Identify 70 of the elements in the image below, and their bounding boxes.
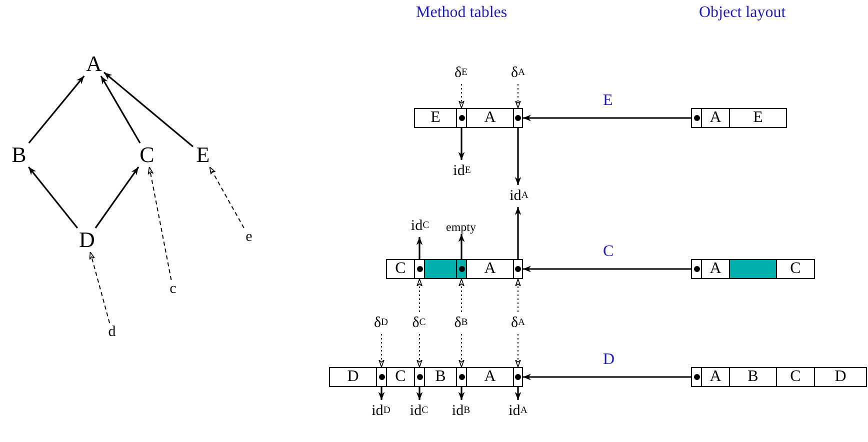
- dotted-arrow: [416, 278, 422, 312]
- pointer-slot: [456, 367, 467, 387]
- section-heading: Object layout: [699, 4, 786, 22]
- pointer-slot: [691, 108, 702, 128]
- class-label: E: [193, 143, 213, 167]
- arrow: [458, 128, 465, 160]
- table-cell: E: [414, 108, 457, 128]
- table-cell: C: [776, 259, 815, 279]
- dotted-arrow: [378, 334, 384, 368]
- arrow: [103, 72, 194, 148]
- arrow: [416, 237, 423, 259]
- pointer-slot: [376, 367, 387, 387]
- pointer-slot: [691, 367, 702, 387]
- text-label: d: [106, 323, 118, 341]
- filled-cell: [729, 259, 777, 279]
- class-label: C: [137, 143, 157, 167]
- table-cell: A: [701, 259, 730, 279]
- arrow: [523, 266, 691, 272]
- pointer-slot: [456, 259, 467, 279]
- dotted-arrow: [89, 252, 110, 324]
- class-label: B: [9, 143, 29, 167]
- table-cell: A: [466, 259, 514, 279]
- arrow: [514, 207, 522, 259]
- table-cell: A: [701, 108, 730, 128]
- table-cell: C: [776, 367, 815, 387]
- arrow: [514, 387, 522, 400]
- table-cell: B: [729, 367, 777, 387]
- dotted-arrow: [148, 166, 172, 280]
- dotted-arrow: [515, 278, 521, 312]
- arrow: [94, 166, 140, 228]
- arrow: [523, 114, 691, 122]
- dotted-arrow: [458, 278, 464, 312]
- class-label: D: [77, 228, 97, 252]
- filled-cell: [424, 259, 457, 279]
- pointer-slot: [691, 259, 702, 279]
- dotted-arrow: [209, 166, 244, 228]
- pointer-slot: [513, 367, 523, 387]
- text-label: empty: [442, 219, 480, 234]
- table-cell: C: [386, 259, 415, 279]
- pointer-slot: [414, 367, 425, 387]
- arrow: [458, 387, 465, 400]
- dotted-arrow: [515, 334, 521, 368]
- dotted-arrow: [515, 84, 521, 108]
- class-label: A: [84, 52, 104, 76]
- text-label: c: [167, 280, 179, 298]
- arrow: [523, 374, 691, 380]
- arrow: [28, 76, 85, 144]
- arrow: [458, 234, 465, 259]
- section-heading: Method tables: [416, 4, 508, 22]
- table-cell: D: [814, 367, 867, 387]
- arrow: [100, 76, 141, 144]
- pointer-slot: [414, 259, 425, 279]
- pointer-slot: [513, 259, 523, 279]
- table-cell: A: [466, 108, 514, 128]
- arrow: [378, 387, 385, 400]
- arrow: [416, 387, 423, 400]
- table-cell: C: [386, 367, 415, 387]
- table-cell: A: [466, 367, 514, 387]
- dotted-arrow: [416, 334, 422, 368]
- text-label: e: [243, 228, 255, 246]
- table-cell: D: [329, 367, 377, 387]
- dotted-arrow: [458, 334, 464, 368]
- table-cell: A: [701, 367, 730, 387]
- pointer-slot: [513, 108, 523, 128]
- arrow: [28, 166, 78, 228]
- pointer-slot: [456, 108, 467, 128]
- table-cell: B: [424, 367, 457, 387]
- dotted-arrow: [458, 84, 464, 108]
- arrow: [514, 128, 522, 185]
- table-cell: E: [729, 108, 787, 128]
